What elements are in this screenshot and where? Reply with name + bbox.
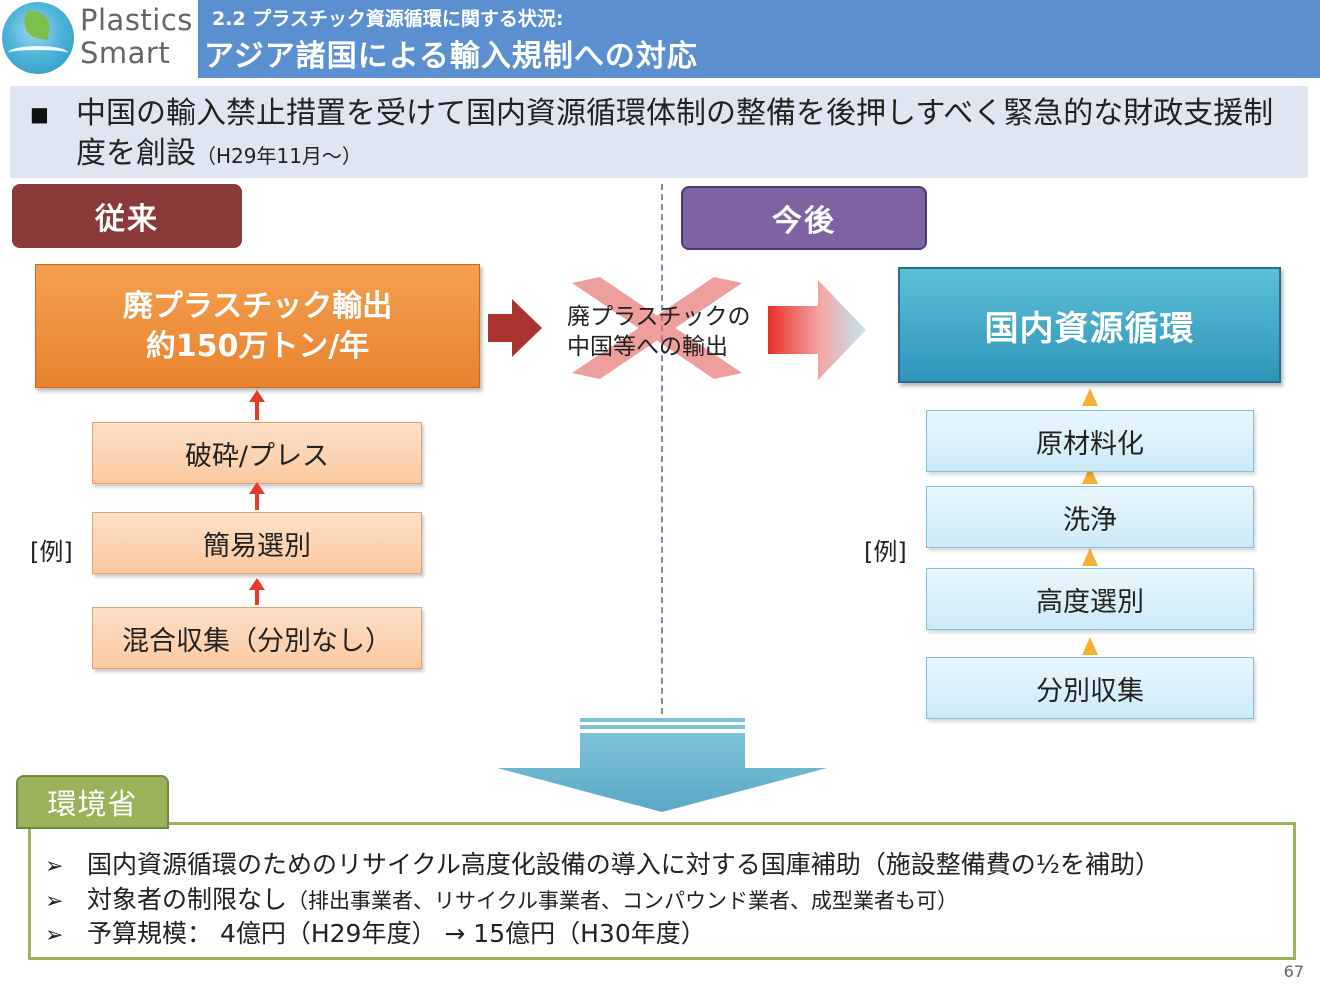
right-arrow-icon [488,299,542,357]
up-arrow-icon [249,482,265,510]
plastic-export-box: 廃プラスチック輸出 約150万トン/年 [35,264,480,388]
moe-measures-box: ➢国内資源循環のためのリサイクル高度化設備の導入に対する国庫補助（施設整備費の½… [28,822,1296,960]
step-mixed-collection: 混合収集（分別なし） [92,607,422,669]
step-simple-sort: 簡易選別 [92,512,422,574]
step-raw-material: 原材料化 [926,410,1254,472]
step-crush-press: 破砕/プレス [92,422,422,484]
arrow-bullet-icon: ➢ [45,854,64,879]
down-arrow-icon [497,718,827,812]
crossed-export-text: 廃プラスチックの 中国等への輸出 [567,304,751,360]
logo-globe-icon [2,2,74,74]
up-arrow-icon [249,578,265,605]
lead-note: （H29年11月～） [196,144,362,168]
lead-text: 中国の輸入禁止措置を受けて国内資源循環体制の整備を後押しすべく緊急的な財政支援制… [76,96,1274,171]
page-number: 67 [1283,962,1304,981]
list-item: ➢対象者の制限なし（排出事業者、リサイクル事業者、コンパウンド業者、成型業者も可… [45,885,958,914]
up-arrow-icon [1082,637,1098,655]
tab-ministry-of-environment: 環境省 [16,775,169,829]
lead-box: ■ 中国の輸入禁止措置を受けて国内資源循環体制の整備を後押しすべく緊急的な財政支… [10,86,1308,178]
example-label-left: [例] [30,538,73,566]
section-subtitle: 2.2 プラスチック資源循環に関する状況: [212,8,564,30]
tab-conventional: 従来 [12,184,242,248]
list-item: ➢国内資源循環のためのリサイクル高度化設備の導入に対する国庫補助（施設整備費の½… [45,850,1160,879]
example-label-right: [例] [864,538,907,566]
arrow-bullet-icon: ➢ [45,923,64,948]
square-bullet-icon: ■ [30,102,49,126]
step-advanced-sort: 高度選別 [926,568,1254,630]
gradient-right-arrow-icon [768,280,866,380]
tab-future: 今後 [681,186,927,250]
step-separate-collection: 分別収集 [926,657,1254,719]
up-arrow-icon [1082,548,1098,566]
list-item: ➢予算規模： 4億円（H29年度） → 15億円（H30年度） [45,919,706,948]
arrow-bullet-icon: ➢ [45,889,64,914]
page-title: アジア諸国による輸入規制への対応 [204,39,698,74]
up-arrow-icon [249,390,265,420]
up-arrow-icon [1082,388,1098,406]
domestic-recycling-box: 国内資源循環 [898,267,1281,383]
header-bar: 2.2 プラスチック資源循環に関する状況: アジア諸国による輸入規制への対応 [198,0,1320,78]
logo: Plastics Smart [0,0,198,78]
dashed-divider [661,184,663,714]
logo-text: Plastics Smart [80,3,193,70]
step-washing: 洗浄 [926,486,1254,548]
